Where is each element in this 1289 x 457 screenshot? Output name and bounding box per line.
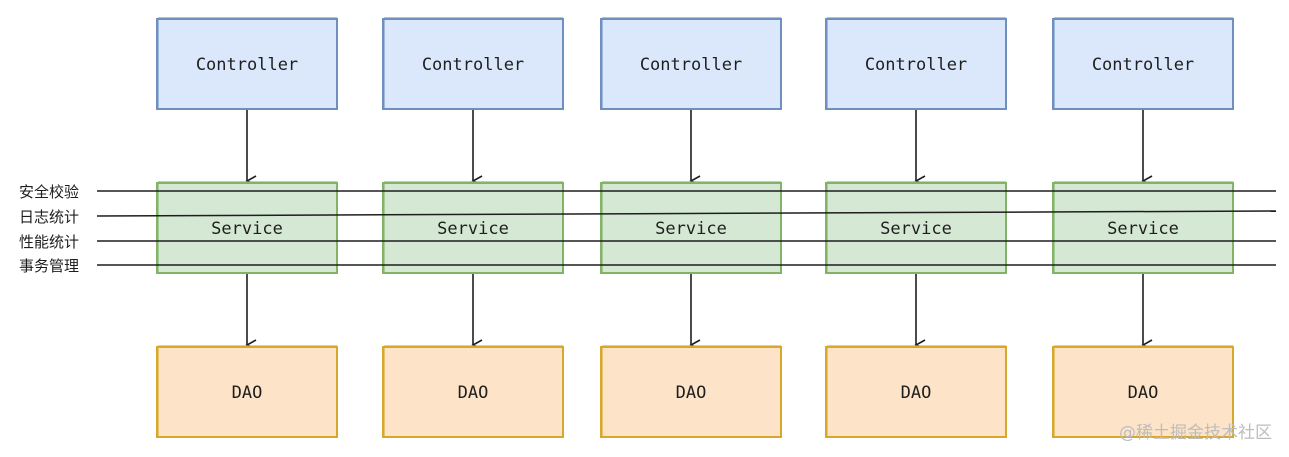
controller-box-shape: [600, 18, 782, 110]
dao-box: DAO: [825, 345, 1007, 438]
service-box-outline: [158, 181, 337, 274]
controller-box-outline: [827, 17, 1006, 110]
dao-box: DAO: [600, 345, 782, 438]
controller-box-outline: [602, 17, 781, 110]
service-box: Service: [156, 181, 338, 274]
service-box-shape: [1052, 182, 1234, 274]
service-box: Service: [600, 181, 782, 274]
controller-box: Controller: [825, 17, 1007, 110]
service-box-outline: [1054, 181, 1233, 274]
service-label: Service: [1107, 219, 1179, 239]
controller-box-outline: [1054, 17, 1233, 110]
dao-box-shape: [600, 346, 782, 438]
dao-label: DAO: [901, 383, 932, 403]
concern-line-2: [96, 210, 1277, 217]
controller-box-shape: [156, 18, 338, 110]
controller-box: Controller: [156, 17, 338, 110]
concern-label-3: 性能统计: [19, 233, 79, 251]
dao-label: DAO: [1128, 383, 1159, 403]
dao-box: DAO: [156, 345, 338, 438]
controller-label: Controller: [196, 55, 298, 75]
dao-box-outline: [158, 345, 337, 438]
controller-label: Controller: [865, 55, 967, 75]
columns: ControllerServiceDAOControllerServiceDAO…: [156, 17, 1234, 438]
controller-box-shape: [825, 18, 1007, 110]
service-box-outline: [602, 181, 781, 274]
service-label: Service: [655, 219, 727, 239]
dao-label: DAO: [232, 383, 263, 403]
concern-label-2: 日志统计: [19, 208, 79, 226]
controller-box-outline: [384, 17, 563, 110]
service-box-shape: [382, 182, 564, 274]
concern-lines: [96, 190, 1277, 266]
dao-label: DAO: [676, 383, 707, 403]
controller-box: Controller: [1052, 17, 1234, 110]
dao-box-shape: [1052, 346, 1234, 438]
service-box-outline: [384, 181, 563, 274]
dao-box: DAO: [382, 345, 564, 438]
dao-box: DAO: [1052, 345, 1234, 438]
service-label: Service: [880, 219, 952, 239]
service-box: Service: [1052, 181, 1234, 274]
dao-box-outline: [602, 345, 781, 438]
watermark: @稀土掘金技术社区: [1119, 423, 1272, 443]
service-label: Service: [437, 219, 509, 239]
dao-box-outline: [384, 345, 563, 438]
controller-label: Controller: [640, 55, 742, 75]
dao-box-outline: [1054, 345, 1233, 438]
service-box: Service: [382, 181, 564, 274]
controller-box: Controller: [600, 17, 782, 110]
service-box-shape: [600, 182, 782, 274]
service-box: Service: [825, 181, 1007, 274]
service-box-outline: [827, 181, 1006, 274]
dao-box-outline: [827, 345, 1006, 438]
dao-label: DAO: [458, 383, 489, 403]
concern-label-4: 事务管理: [19, 257, 79, 275]
service-label: Service: [211, 219, 283, 239]
controller-box: Controller: [382, 17, 564, 110]
controller-label: Controller: [422, 55, 524, 75]
controller-label: Controller: [1092, 55, 1194, 75]
controller-box-outline: [158, 17, 337, 110]
controller-box-shape: [1052, 18, 1234, 110]
concern-label-1: 安全校验: [19, 183, 79, 201]
